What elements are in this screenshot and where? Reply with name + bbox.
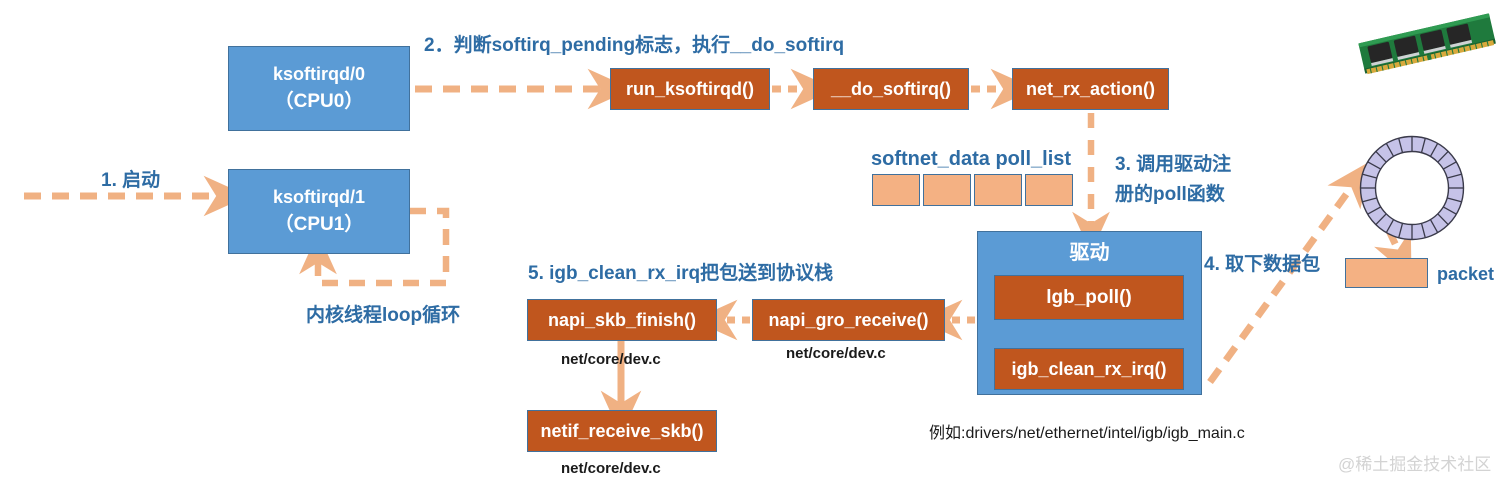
driver-title: 驱动: [1069, 242, 1110, 264]
igb-clean-rx-irq-box[interactable]: igb_clean_rx_irq(): [994, 348, 1184, 390]
packet-label: packet: [1437, 264, 1495, 284]
arrow-driver-to-ring-buffer: [1207, 161, 1371, 385]
netif-receive-skb-box[interactable]: netif_receive_skb(): [527, 410, 717, 452]
napi-gro-receive-label: napi_gro_receive(): [768, 309, 929, 330]
net-rx-action-label: net_rx_action(): [1025, 78, 1156, 99]
do-softirq-label: __do_softirq(): [830, 78, 951, 99]
kernel-thread-loop-label: 内核线程loop循环: [306, 305, 461, 326]
ksoftirqd-1-line1: ksoftirqd/1: [272, 186, 365, 207]
driver-source-note: 例如:drivers/net/ethernet/intel/igb/igb_ma…: [929, 425, 1245, 442]
ksoftirqd-0-box[interactable]: ksoftirqd/0 （CPU0）: [228, 46, 410, 131]
memory-module-image: [1358, 13, 1496, 75]
poll-list-slot-0[interactable]: [872, 174, 920, 206]
napi-skb-finish-label: napi_skb_finish(): [547, 309, 697, 330]
step-3-label-line1: 3. 调用驱动注: [1115, 154, 1232, 175]
ring-buffer-icon: [1359, 135, 1465, 241]
ksoftirqd-1-line2: （CPU1）: [274, 214, 364, 236]
napi-skb-finish-box[interactable]: napi_skb_finish(): [527, 299, 717, 341]
do-softirq-box[interactable]: __do_softirq(): [813, 68, 969, 110]
run-ksoftirqd-label: run_ksoftirqd(): [626, 78, 754, 99]
step-4-label: 4. 取下数据包: [1204, 254, 1321, 275]
poll-list-slot-2[interactable]: [974, 174, 1022, 206]
packet-box[interactable]: [1345, 258, 1428, 288]
step-5-label: 5. igb_clean_rx_irq把包送到协议栈: [528, 263, 834, 284]
run-ksoftirqd-box[interactable]: run_ksoftirqd(): [610, 68, 770, 110]
ksoftirqd-0-line1: ksoftirqd/0: [272, 63, 365, 84]
arrow-ring-buffer-to-packet: [1364, 184, 1412, 279]
step-3-label-line2: 册的poll函数: [1115, 184, 1225, 205]
poll-list-slot-1[interactable]: [923, 174, 971, 206]
step-1-label: 1. 启动: [101, 170, 161, 191]
ksoftirqd-0-line2: （CPU0）: [274, 91, 364, 113]
ksoftirqd-1-box[interactable]: ksoftirqd/1 （CPU1）: [228, 169, 410, 254]
poll-list-slot-3[interactable]: [1025, 174, 1073, 206]
igb-poll-label: lgb_poll(): [1046, 286, 1132, 308]
netif-receive-skb-file: net/core/dev.c: [561, 460, 661, 477]
igb-clean-rx-irq-label: igb_clean_rx_irq(): [1011, 358, 1167, 379]
netif-receive-skb-label: netif_receive_skb(): [540, 420, 704, 441]
softnet-data-poll-list-title: softnet_data poll_list: [871, 148, 1072, 170]
watermark: @稀土掘金技术社区: [1338, 455, 1492, 474]
igb-poll-box[interactable]: lgb_poll(): [994, 275, 1184, 320]
napi-gro-receive-file: net/core/dev.c: [786, 345, 886, 362]
net-rx-action-box[interactable]: net_rx_action(): [1012, 68, 1169, 110]
step-2-label: 2．判断softirq_pending标志，执行__do_softirq: [424, 35, 845, 56]
napi-skb-finish-file: net/core/dev.c: [561, 351, 661, 368]
napi-gro-receive-box[interactable]: napi_gro_receive(): [752, 299, 945, 341]
